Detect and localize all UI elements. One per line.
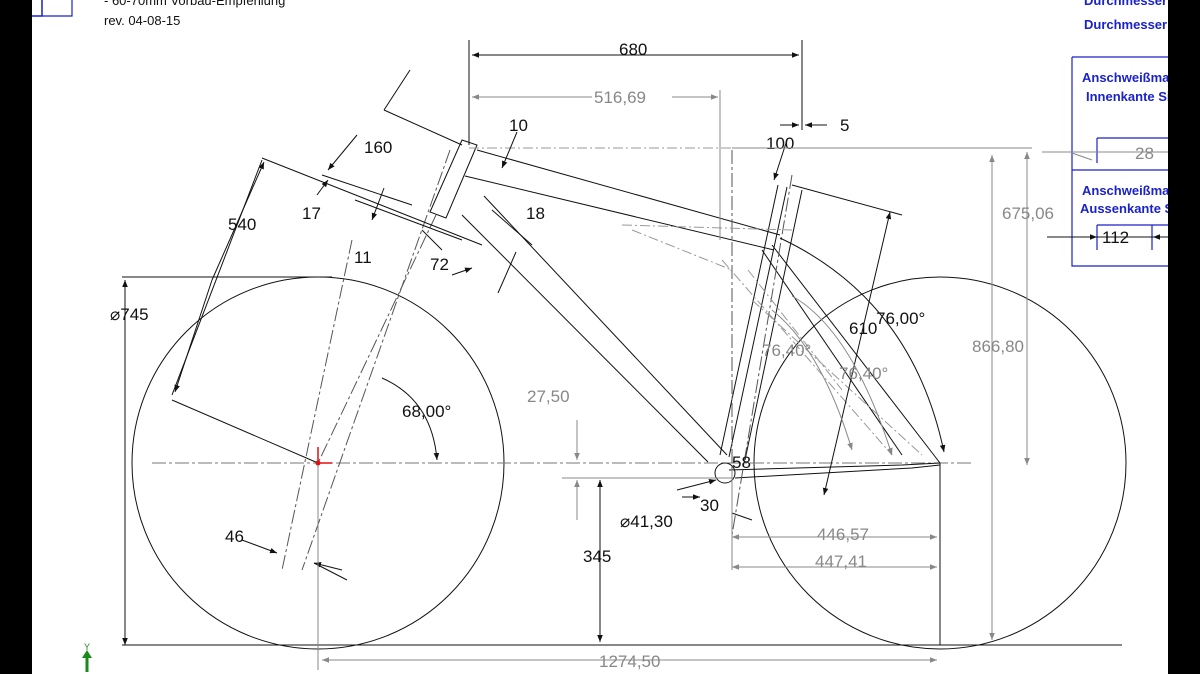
dim-wheelbase-label: 1274,50 bbox=[599, 652, 660, 671]
origin-marker bbox=[315, 447, 332, 466]
bottom-bracket bbox=[714, 462, 736, 484]
dim-675-06-label: 675,06 bbox=[1002, 204, 1054, 223]
dim-27-50: 27,50 bbox=[527, 387, 732, 520]
dim-72: 72 bbox=[421, 229, 473, 276]
dim-5-label: 5 bbox=[840, 116, 849, 135]
side-panel-dim-lines: 28 112 bbox=[1042, 144, 1168, 247]
dim-wheel-diameter: ⌀745 bbox=[110, 276, 332, 645]
angle-76-40-label-1: 76,40° bbox=[762, 341, 811, 360]
dim-345: 345 bbox=[583, 480, 611, 642]
axis-indicator: Y bbox=[82, 642, 92, 672]
panel-outer-value: 112 bbox=[1102, 228, 1129, 247]
dim-345-label: 345 bbox=[583, 547, 611, 566]
dim-bb-diameter: ⌀41,30 bbox=[620, 479, 717, 531]
dim-30: 30 bbox=[682, 494, 753, 521]
dim-610: 610 bbox=[791, 184, 903, 496]
dim-680: 680 bbox=[468, 40, 803, 145]
panel-label-durchmesser-1: Durchmesser bbox=[1084, 0, 1168, 8]
head-tube bbox=[429, 139, 478, 219]
dim-46-label: 46 bbox=[225, 527, 244, 546]
dim-18: 18 bbox=[491, 204, 545, 294]
dim-18-label: 18 bbox=[526, 204, 545, 223]
dim-17: 17 bbox=[302, 174, 413, 223]
frame-tubes bbox=[429, 139, 941, 484]
dim-675-06: 675,06 bbox=[732, 147, 1054, 640]
dim-680-label: 680 bbox=[619, 40, 647, 59]
panel-label-durchmesser-2: Durchmesser bbox=[1084, 17, 1168, 32]
construction-lines bbox=[469, 147, 1032, 456]
angle-arcs bbox=[381, 237, 946, 461]
panel-inner-title-1: Anschweißma bbox=[1082, 70, 1168, 85]
title-block-fragment bbox=[32, 0, 73, 17]
dim-10: 10 bbox=[501, 116, 528, 169]
dim-bb-diameter-label: ⌀41,30 bbox=[620, 512, 673, 531]
dim-516-69: 516,69 bbox=[472, 88, 721, 240]
dim-516-69-label: 516,69 bbox=[594, 88, 646, 107]
seat-tube bbox=[719, 184, 803, 461]
dim-30-label: 30 bbox=[700, 496, 719, 515]
dim-17-label: 17 bbox=[302, 204, 321, 223]
dim-866-80-label: 866,80 bbox=[972, 337, 1024, 356]
panel-outer-title-2: Aussenkante S bbox=[1080, 201, 1168, 216]
dim-27-50-label: 27,50 bbox=[527, 387, 570, 406]
dim-5: 5 bbox=[780, 116, 849, 135]
dim-610-label: 610 bbox=[849, 319, 877, 338]
dim-58-label: 58 bbox=[732, 453, 751, 472]
dim-wheelbase: 1274,50 bbox=[317, 463, 937, 671]
dim-100: 100 bbox=[766, 134, 794, 181]
chainstay bbox=[728, 462, 941, 479]
dim-160-label: 160 bbox=[364, 138, 392, 157]
dim-446-57: 446,57 bbox=[732, 463, 941, 645]
dim-446-57-label: 446,57 bbox=[817, 525, 869, 544]
side-panel-frames bbox=[1071, 56, 1168, 267]
dim-447-41-label: 447,41 bbox=[815, 552, 867, 571]
angle-76-00-label: 76,00° bbox=[876, 309, 925, 328]
dim-540-label: 540 bbox=[228, 215, 256, 234]
dim-72-label: 72 bbox=[430, 255, 449, 274]
angle-76-40-label-2: 76,40° bbox=[839, 364, 888, 383]
dim-866-80: 866,80 bbox=[972, 152, 1030, 465]
panel-inner-title-2: Innenkante Si bbox=[1086, 89, 1168, 104]
dim-46: 46 bbox=[225, 527, 348, 581]
frame-geometry-drawing: 28 112 bbox=[32, 0, 1168, 672]
dim-wheel-diameter-label: ⌀745 bbox=[110, 305, 149, 324]
panel-inner-value: 28 bbox=[1135, 144, 1154, 163]
dim-160: 160 bbox=[327, 69, 463, 171]
note-revision: rev. 04-08-15 bbox=[104, 13, 181, 28]
steering-axis bbox=[281, 149, 793, 571]
note-stem-recommendation: - 60-70mm Vorbau-Empfehlung bbox=[104, 0, 286, 8]
down-tube bbox=[461, 195, 728, 463]
dim-540: 540 bbox=[171, 157, 483, 464]
drawing-sheet: - 60-70mm Vorbau-Empfehlung rev. 04-08-1… bbox=[32, 0, 1168, 674]
top-tube bbox=[464, 149, 781, 251]
dim-100-label: 100 bbox=[766, 134, 794, 153]
dim-10-label: 10 bbox=[509, 116, 528, 135]
dim-447-41: 447,41 bbox=[731, 470, 937, 571]
angle-68-00-label: 68,00° bbox=[402, 402, 451, 421]
dim-11: 11 bbox=[354, 187, 463, 267]
axis-y-label: Y bbox=[84, 642, 90, 652]
panel-outer-title-1: Anschweißma bbox=[1082, 183, 1168, 198]
dim-11-label: 11 bbox=[354, 248, 372, 267]
